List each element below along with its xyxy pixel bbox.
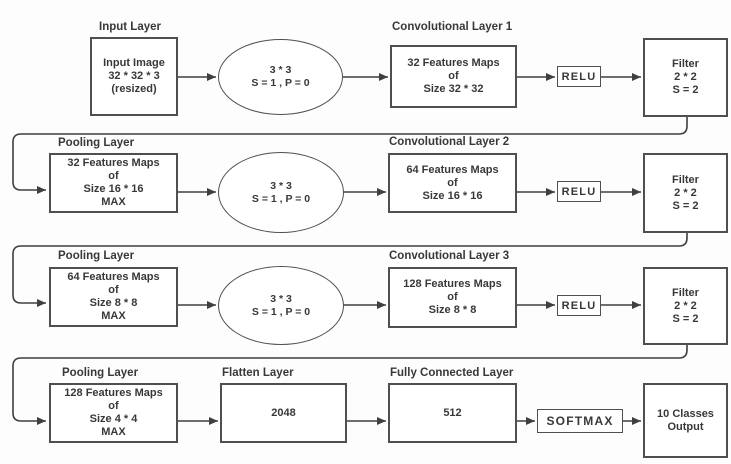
conv2-box: 64 Features Maps of Size 16 * 16 bbox=[388, 153, 517, 213]
input-line-1: Input Image bbox=[103, 57, 165, 69]
flatten-label: Flatten Layer bbox=[222, 367, 294, 379]
filter3-line-1: Filter bbox=[672, 286, 699, 299]
kernel1-size: 3 * 3 bbox=[269, 64, 292, 76]
conv2-line-1: 64 Features Maps bbox=[406, 163, 499, 176]
pool4-line-4: MAX bbox=[101, 426, 126, 438]
pool3-line-1: 64 Features Maps bbox=[67, 271, 160, 283]
connector-row3-row4 bbox=[12, 345, 688, 425]
conv3-line-2: of bbox=[447, 291, 458, 303]
kernel-ellipse-2: 3 * 3 S = 1 , P = 0 bbox=[218, 152, 344, 233]
kernel-ellipse-1: 3 * 3 S = 1 , P = 0 bbox=[218, 39, 343, 115]
conv1-line-1: 32 Features Maps bbox=[407, 57, 500, 69]
kernel3-size: 3 * 3 bbox=[270, 292, 292, 305]
input-layer-label: Input Layer bbox=[99, 21, 161, 33]
filter1-line-2: 2 * 2 bbox=[674, 71, 697, 83]
output-line-2: Output bbox=[667, 420, 704, 433]
input-layer-box: Input Image 32 * 32 * 3 (resized) bbox=[90, 37, 178, 116]
kernel2-size: 3 * 3 bbox=[270, 179, 292, 192]
pool4-line-3: Size 4 * 4 bbox=[89, 413, 138, 425]
filter1-box: Filter 2 * 2 S = 2 bbox=[643, 38, 728, 117]
fc-label: Fully Connected Layer bbox=[390, 367, 514, 379]
pool3-line-3: Size 8 * 8 bbox=[89, 297, 138, 309]
conv1-line-2: of bbox=[448, 70, 459, 82]
conv1-line-3: Size 32 * 32 bbox=[423, 83, 484, 95]
flatten-box: 2048 bbox=[220, 383, 347, 443]
pool4-line-2: of bbox=[108, 400, 119, 412]
output-box: 10 Classes Output bbox=[643, 383, 728, 458]
conv2-label: Convolutional Layer 2 bbox=[389, 136, 510, 148]
pool2-line-1: 32 Features Maps bbox=[67, 157, 160, 169]
filter3-line-2: 2 * 2 bbox=[674, 299, 697, 312]
pool4-box: 128 Features Maps of Size 4 * 4 MAX bbox=[49, 383, 178, 443]
connector-row2-row3 bbox=[12, 233, 688, 307]
kernel3-params: S = 1 , P = 0 bbox=[251, 305, 311, 318]
input-line-2: 32 * 32 * 3 bbox=[108, 70, 160, 82]
output-line-1: 10 Classes bbox=[657, 407, 714, 420]
filter1-line-1: Filter bbox=[672, 58, 699, 70]
filter3-box: Filter 2 * 2 S = 2 bbox=[643, 267, 728, 345]
softmax-badge: SOFTMAX bbox=[537, 409, 623, 433]
relu3-badge: RELU bbox=[557, 295, 601, 316]
pool2-label: Pooling Layer bbox=[58, 137, 135, 149]
filter1-line-3: S = 2 bbox=[672, 84, 699, 96]
pool3-label: Pooling Layer bbox=[58, 250, 135, 262]
pool2-box: 32 Features Maps of Size 16 * 16 MAX bbox=[49, 153, 178, 213]
pool4-label: Pooling Layer bbox=[62, 367, 139, 379]
input-line-3: (resized) bbox=[111, 83, 157, 95]
kernel-ellipse-3: 3 * 3 S = 1 , P = 0 bbox=[218, 266, 344, 345]
conv3-line-3: Size 8 * 8 bbox=[428, 304, 477, 316]
pool3-line-2: of bbox=[108, 284, 119, 296]
filter2-line-2: 2 * 2 bbox=[674, 186, 697, 199]
conv3-line-1: 128 Features Maps bbox=[403, 278, 502, 290]
flatten-value: 2048 bbox=[271, 406, 296, 419]
conv2-line-2: of bbox=[447, 176, 458, 189]
fc-box: 512 bbox=[388, 383, 517, 443]
conv3-label: Convolutional Layer 3 bbox=[389, 250, 510, 262]
relu2-badge: RELU bbox=[557, 181, 601, 202]
conv1-label: Convolutional Layer 1 bbox=[392, 21, 513, 33]
connector-row1-row2 bbox=[12, 117, 688, 194]
kernel1-params: S = 1 , P = 0 bbox=[251, 77, 310, 89]
filter2-line-3: S = 2 bbox=[672, 199, 699, 212]
pool2-line-2: of bbox=[108, 170, 119, 182]
fc-value: 512 bbox=[443, 406, 462, 419]
pool4-line-1: 128 Features Maps bbox=[64, 387, 163, 399]
filter3-line-3: S = 2 bbox=[672, 312, 699, 325]
pool3-line-4: MAX bbox=[101, 310, 126, 322]
pool2-line-3: Size 16 * 16 bbox=[83, 183, 144, 195]
kernel2-params: S = 1 , P = 0 bbox=[251, 192, 311, 205]
pool2-line-4: MAX bbox=[101, 196, 126, 208]
filter2-box: Filter 2 * 2 S = 2 bbox=[643, 153, 728, 233]
pool3-box: 64 Features Maps of Size 8 * 8 MAX bbox=[49, 267, 178, 327]
conv2-line-3: Size 16 * 16 bbox=[422, 189, 483, 202]
conv1-box: 32 Features Maps of Size 32 * 32 bbox=[390, 45, 517, 108]
filter2-line-1: Filter bbox=[672, 173, 699, 186]
conv3-box: 128 Features Maps of Size 8 * 8 bbox=[388, 267, 517, 328]
relu1-badge: RELU bbox=[557, 66, 601, 87]
